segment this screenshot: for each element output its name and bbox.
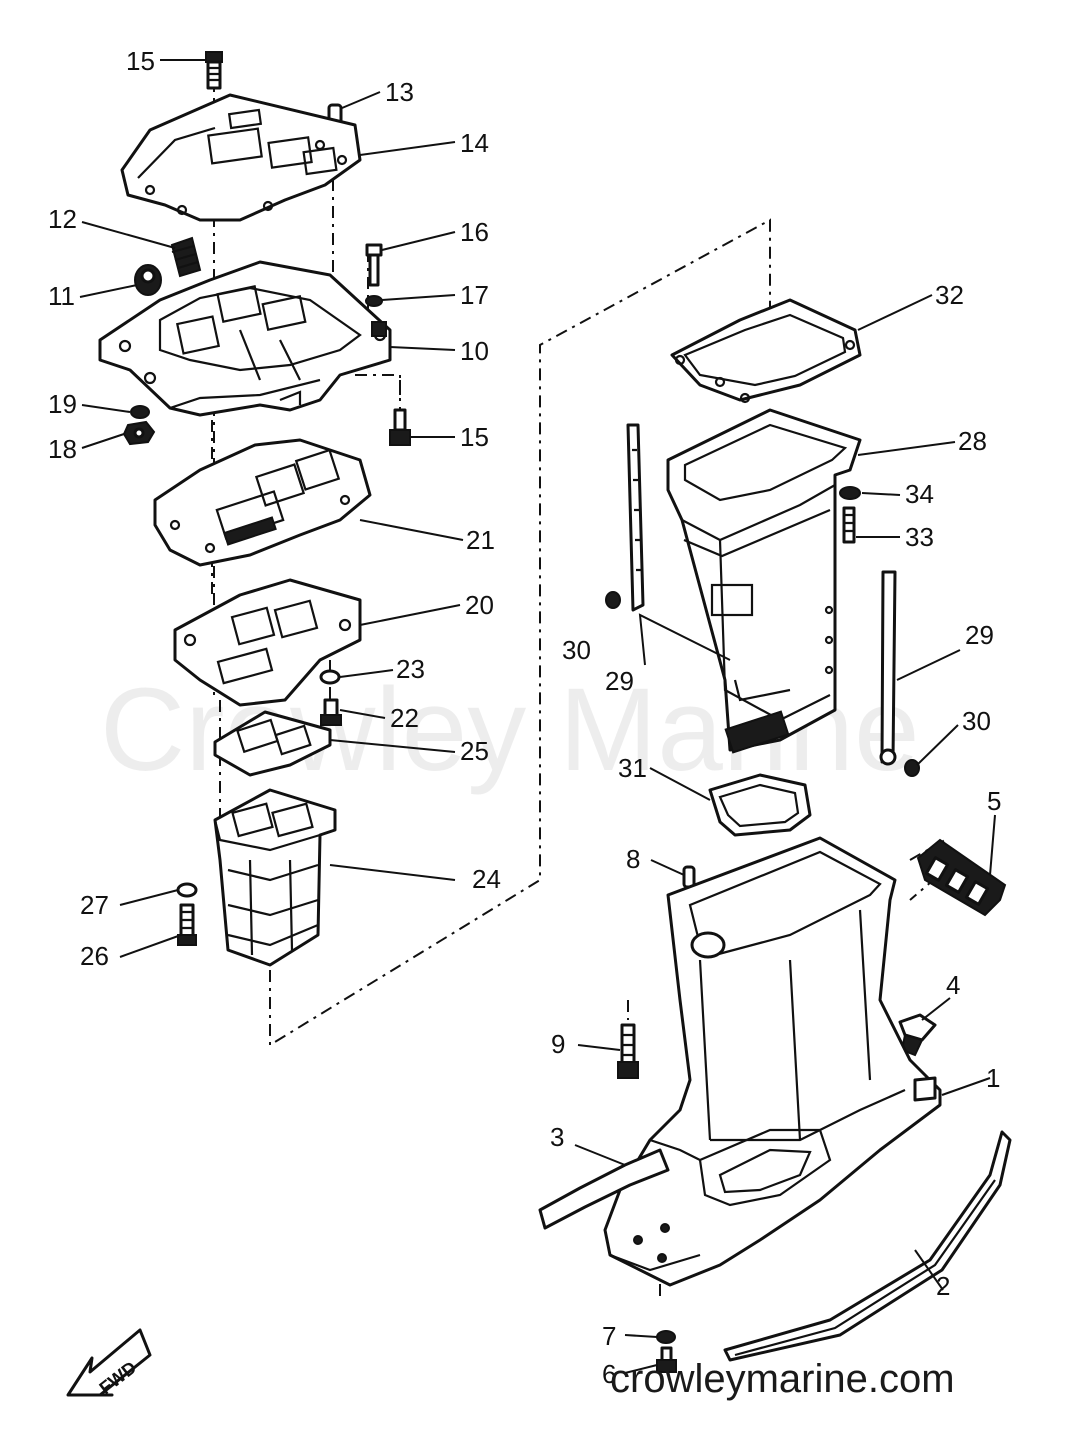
callout-33: 33 — [905, 522, 934, 552]
bolt-6 — [656, 1346, 677, 1373]
washer-23 — [319, 669, 341, 685]
callout-30-right: 30 — [962, 706, 991, 736]
callout-labels: 15 13 14 12 16 11 17 10 19 15 18 21 20 2… — [48, 46, 1001, 1389]
callout-14: 14 — [460, 128, 489, 158]
trim-strip-2 — [723, 1130, 1012, 1362]
callout-9: 9 — [551, 1029, 565, 1059]
callout-28: 28 — [958, 426, 987, 456]
bolt-33 — [842, 506, 856, 544]
valve-12 — [170, 236, 202, 278]
callout-27: 27 — [80, 890, 109, 920]
callout-30-left: 30 — [562, 635, 591, 665]
gasket-14 — [120, 93, 362, 222]
callout-19: 19 — [48, 389, 77, 419]
exhaust-guide-10 — [98, 260, 392, 417]
callout-16: 16 — [460, 217, 489, 247]
gasket-25 — [213, 710, 332, 777]
callout-1: 1 — [986, 1063, 1000, 1093]
mount-5 — [916, 838, 1007, 917]
callout-26: 26 — [80, 941, 109, 971]
grommet-11 — [134, 264, 162, 296]
callout-23: 23 — [396, 654, 425, 684]
washer-17 — [365, 295, 383, 307]
seal-31 — [708, 773, 812, 837]
gasket-32 — [670, 298, 862, 404]
callout-12: 12 — [48, 204, 77, 234]
washer-27 — [176, 882, 198, 898]
callout-11: 11 — [48, 281, 75, 311]
callout-10: 10 — [460, 336, 489, 366]
callout-4: 4 — [946, 970, 960, 1000]
seal-strip-29-left — [626, 423, 645, 612]
seal-strip-29-right — [879, 570, 897, 766]
callout-15-lower: 15 — [460, 422, 489, 452]
callout-18: 18 — [48, 434, 77, 464]
gasket-21 — [153, 438, 372, 567]
bolt-15-top — [205, 51, 223, 90]
callout-32: 32 — [935, 280, 964, 310]
washer-34 — [839, 486, 861, 500]
bolt-22 — [320, 698, 342, 726]
callout-2: 2 — [936, 1271, 950, 1301]
callout-24: 24 — [472, 864, 501, 894]
callout-22: 22 — [390, 703, 419, 733]
bolt-15-lower — [389, 408, 411, 446]
callout-8: 8 — [626, 844, 640, 874]
callout-7: 7 — [602, 1321, 616, 1351]
bolt-26 — [177, 903, 197, 946]
clip-30-right — [904, 759, 920, 777]
bolt-16 — [365, 243, 383, 287]
callout-25: 25 — [460, 736, 489, 766]
forward-arrow-icon: FWD — [66, 1328, 152, 1398]
dowel-8 — [682, 865, 696, 889]
leader-lines — [79, 59, 996, 1374]
callout-29-left: 29 — [605, 666, 634, 696]
callout-15-top: 15 — [126, 46, 155, 76]
bolt-9 — [617, 1023, 639, 1079]
callout-3: 3 — [550, 1122, 564, 1152]
callout-34: 34 — [905, 479, 934, 509]
upper-casing-1 — [603, 836, 942, 1287]
callout-31: 31 — [618, 753, 647, 783]
nut-18 — [122, 420, 156, 446]
callout-13: 13 — [385, 77, 414, 107]
callout-21: 21 — [466, 525, 495, 555]
callout-20: 20 — [465, 590, 494, 620]
washer-7 — [656, 1330, 676, 1344]
cap-4 — [898, 1013, 937, 1057]
callout-6: 6 — [602, 1359, 616, 1389]
clip-30-left — [605, 591, 621, 609]
muffler-28 — [666, 408, 862, 754]
site-url: crowleymarine.com — [610, 1357, 955, 1401]
washer-19 — [130, 405, 150, 419]
callout-5: 5 — [987, 786, 1001, 816]
hose-3 — [538, 1148, 670, 1230]
exhaust-manifold-24 — [213, 788, 337, 967]
callout-17: 17 — [460, 280, 489, 310]
spacer-20 — [173, 578, 362, 707]
callout-29-right: 29 — [965, 620, 994, 650]
